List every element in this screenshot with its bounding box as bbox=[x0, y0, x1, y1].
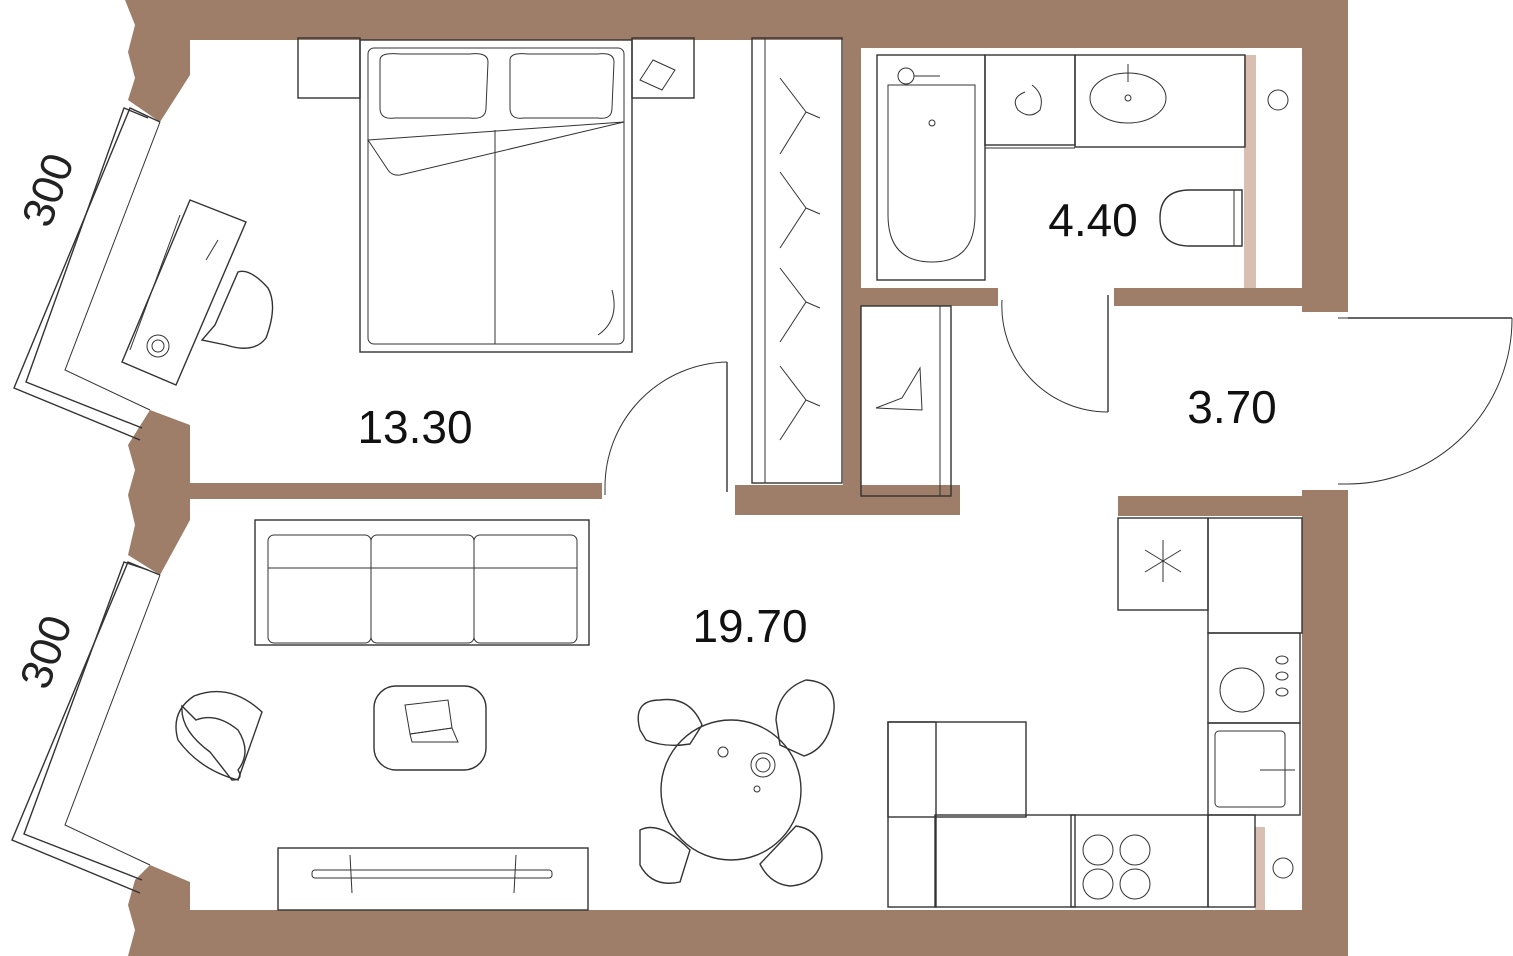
coffee-machine bbox=[1207, 632, 1301, 724]
desk-chair bbox=[200, 270, 274, 349]
kitchen-cabinets bbox=[887, 517, 1303, 908]
walls bbox=[125, 0, 1348, 956]
tv-stand bbox=[277, 847, 589, 911]
nightstand-left bbox=[297, 37, 361, 99]
coffee-table bbox=[373, 685, 487, 771]
kitchen-riser bbox=[1272, 857, 1294, 879]
cooktop bbox=[1070, 814, 1209, 908]
lower-window-dimension: 300 bbox=[11, 609, 82, 695]
upper-window bbox=[13, 107, 161, 441]
living-kitchen-area-label: 19.70 bbox=[692, 600, 807, 652]
bedroom-door bbox=[604, 361, 728, 495]
bathroom-area-label: 4.40 bbox=[1048, 194, 1138, 246]
bathroom-door bbox=[1001, 295, 1109, 413]
bedroom-area-label: 13.30 bbox=[357, 401, 472, 453]
dining-set bbox=[637, 679, 835, 887]
nightstand-right bbox=[631, 37, 695, 99]
toilet bbox=[1159, 189, 1243, 247]
hallway-area-label: 3.70 bbox=[1187, 381, 1277, 433]
washing-machine bbox=[984, 54, 1076, 149]
double-bed bbox=[359, 39, 633, 353]
sofa bbox=[254, 519, 590, 646]
kitchen-sink bbox=[1207, 722, 1301, 816]
washbasin bbox=[1074, 54, 1246, 148]
lower-window bbox=[11, 561, 161, 894]
desk bbox=[121, 199, 247, 386]
bath-riser bbox=[1267, 89, 1289, 111]
upper-window-dimension: 300 bbox=[13, 147, 84, 233]
hall-wardrobe bbox=[860, 305, 952, 497]
fridge bbox=[1117, 517, 1209, 611]
bedroom-wardrobe bbox=[751, 37, 843, 484]
entrance-door bbox=[1338, 317, 1513, 485]
bathtub bbox=[876, 54, 986, 281]
armchair bbox=[175, 690, 263, 781]
